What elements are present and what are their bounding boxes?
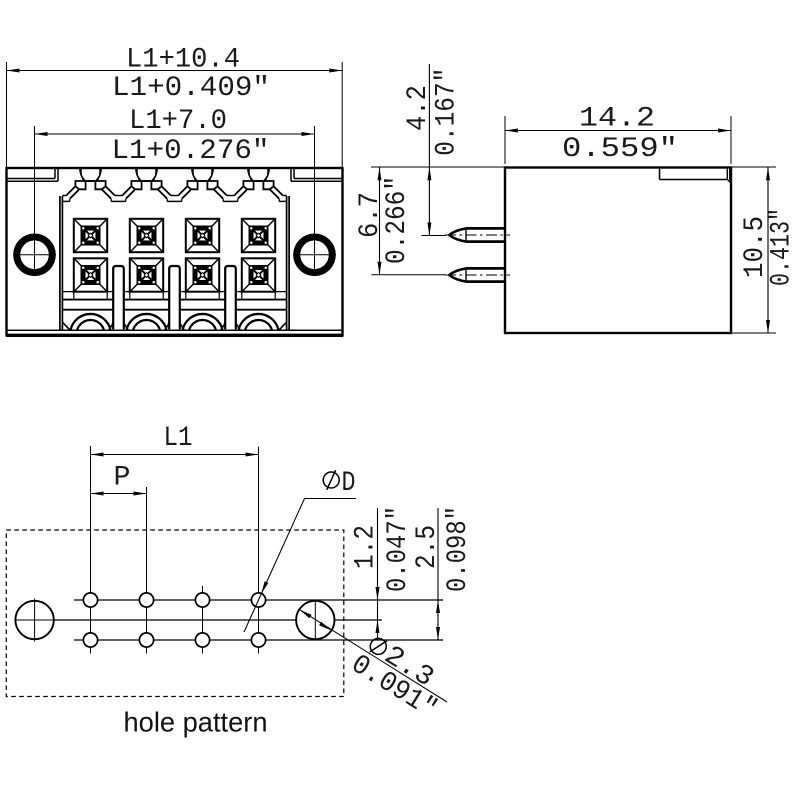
svg-text:L1+0.409": L1+0.409" — [112, 73, 270, 104]
svg-text:10.5: 10.5 — [740, 216, 771, 278]
svg-text:0.047": 0.047" — [383, 506, 414, 592]
svg-text:0.098": 0.098" — [443, 506, 474, 592]
svg-text:1.2: 1.2 — [351, 525, 382, 569]
svg-text:4.2: 4.2 — [403, 85, 434, 131]
svg-text:hole pattern: hole pattern — [124, 707, 268, 738]
svg-text:L1+7.0: L1+7.0 — [129, 106, 227, 137]
svg-text:L1+10.4: L1+10.4 — [126, 45, 240, 76]
svg-text:0.266": 0.266" — [382, 176, 413, 264]
svg-text:6.7: 6.7 — [355, 192, 386, 238]
svg-text:D: D — [342, 468, 356, 499]
svg-text:2.5: 2.5 — [412, 525, 443, 569]
svg-text:0.413": 0.413" — [767, 208, 798, 286]
svg-text:0.559": 0.559" — [562, 134, 678, 165]
svg-text:P: P — [114, 463, 131, 494]
svg-text:L1+0.276": L1+0.276" — [112, 136, 270, 167]
svg-text:14.2: 14.2 — [579, 104, 655, 135]
svg-text:L1: L1 — [164, 423, 193, 454]
svg-text:0.167": 0.167" — [432, 68, 463, 156]
